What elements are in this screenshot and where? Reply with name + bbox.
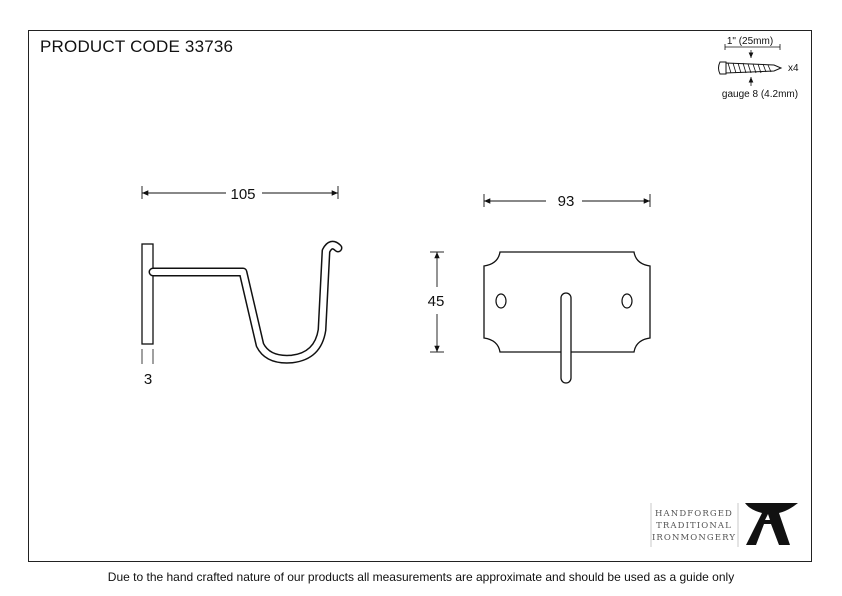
drawing-frame [28, 30, 812, 562]
hook-arm [150, 242, 341, 363]
disclaimer: Due to the hand crafted nature of our pr… [107, 570, 735, 584]
screw-gauge-label: gauge 8 (4.2mm) [722, 89, 798, 100]
product-code: PRODUCT CODE 33736 [40, 37, 234, 56]
screw-icon [718, 61, 783, 75]
screw-length-label: 1" (25mm) [727, 36, 773, 47]
brand-logo: HANDFORGED TRADITIONAL IRONMONGERY [650, 503, 798, 547]
brand-line-2: TRADITIONAL [656, 521, 732, 531]
screw-hole-left [495, 293, 507, 309]
screw-spec: 1" (25mm) x4 gauge 8 (4.2mm) [718, 36, 799, 100]
side-view: 105 3 [141, 186, 343, 388]
front-view: 93 45 [428, 193, 651, 384]
dim-height-front: 45 [428, 293, 445, 310]
back-plate [141, 243, 154, 345]
dim-width-side: 105 [230, 186, 255, 203]
anvil-icon [745, 503, 798, 545]
hook-front [560, 292, 572, 384]
screw-quantity: x4 [788, 63, 799, 74]
dim-plate-thickness: 3 [144, 371, 152, 388]
hook-arm-outline [148, 240, 343, 364]
brand-line-1: HANDFORGED [655, 509, 733, 519]
brand-line-3: IRONMONGERY [652, 533, 736, 543]
dim-width-front: 93 [558, 193, 575, 210]
screw-hole-right [621, 293, 633, 309]
